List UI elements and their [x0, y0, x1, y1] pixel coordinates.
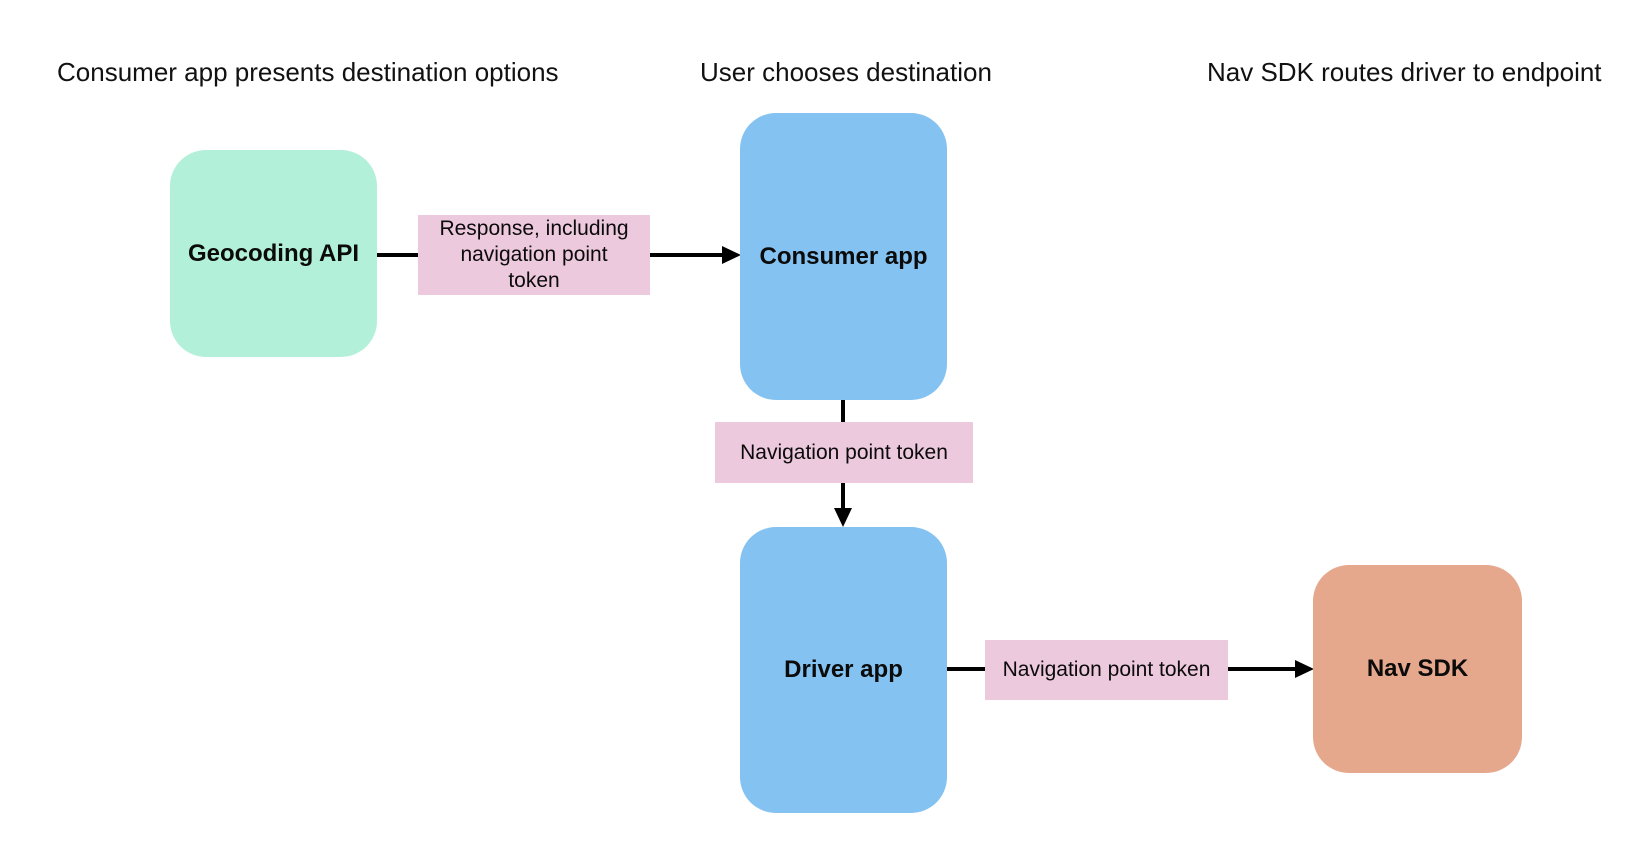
arrowhead-right-icon — [1295, 660, 1314, 678]
edge-label-line: Response, including — [439, 217, 629, 240]
edge-label-response-including-token: Response, including navigation point tok… — [418, 215, 650, 295]
stage-label-user-chooses-destination: User chooses destination — [700, 57, 992, 87]
node-label-consumer-app: Consumer app — [759, 242, 928, 270]
node-consumer-app: Consumer app — [740, 113, 947, 400]
edge-label-navigation-point-token: Navigation point token — [985, 640, 1228, 700]
stage-label-consumer-presents-options: Consumer app presents destination option… — [57, 57, 559, 87]
edge-label-line: navigation point — [460, 243, 608, 266]
node-label-nav-sdk: Nav SDK — [1366, 655, 1469, 682]
arrowhead-down-icon — [834, 508, 852, 527]
node-geocoding-api: Geocoding API — [170, 150, 377, 357]
stage-label-navsdk-routes-driver: Nav SDK routes driver to endpoint — [1207, 57, 1602, 87]
node-driver-app: Driver app — [740, 527, 947, 813]
node-label-driver-app: Driver app — [784, 656, 903, 683]
node-label-geocoding-api: Geocoding API — [187, 239, 360, 267]
arrowhead-right-icon — [722, 246, 741, 264]
node-nav-sdk: Nav SDK — [1313, 565, 1522, 773]
edge-label-line: token — [508, 269, 560, 292]
edge-label-navigation-point-token: Navigation point token — [715, 422, 973, 483]
